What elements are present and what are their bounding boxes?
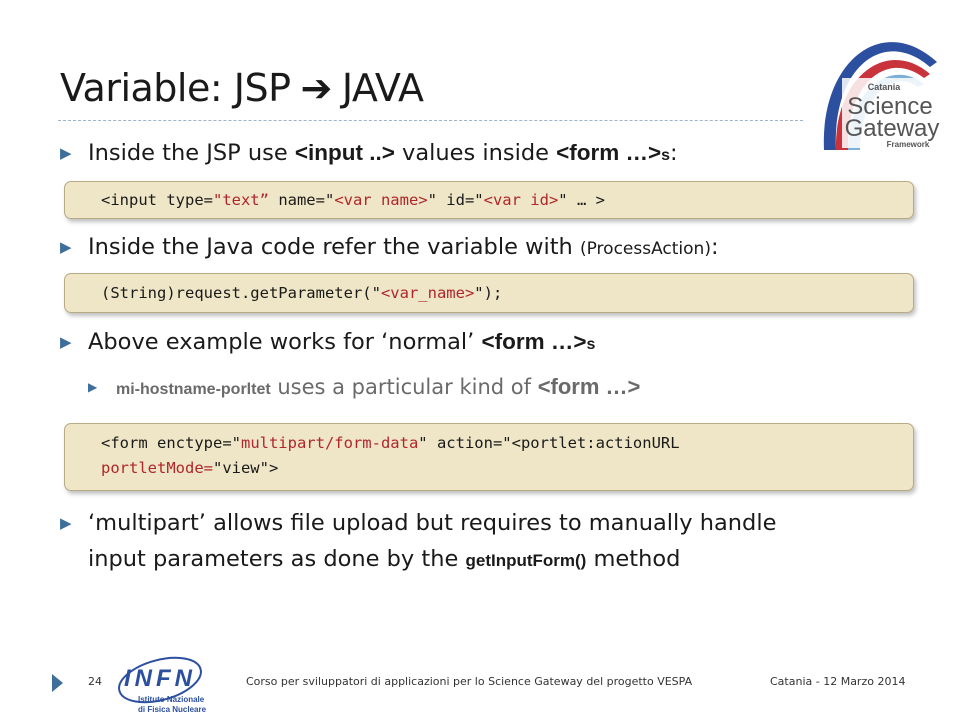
logo-text-gateway: Gateway [845,115,940,142]
arrow-icon: ➔ [300,66,332,110]
sub-bullet-portlet: ▶mi-hostname-porltet uses a particular k… [88,374,641,399]
footer-course-title: Corso per sviluppatori di applicazioni p… [246,675,693,688]
code-line: portletMode="view"> [101,459,279,477]
bullet-java-code: ▶Inside the Java code refer the variable… [60,230,719,266]
title-divider [58,120,803,121]
infn-logo-sub1: Istituto Nazionale [138,695,205,704]
title-right: JAVA [341,66,424,110]
code-block-form-multipart: <form enctype="multipart/form-data" acti… [64,423,914,491]
infn-logo-text: INFN [124,665,196,692]
logo-text-bg [842,78,940,148]
code-line: (String)request.getParameter("<var_name>… [101,284,503,302]
code-block-input: <input type="text” name="<var name>" id=… [64,181,914,219]
bullet-multipart-continued: input parameters as done by the getInput… [88,546,681,572]
logo-text-catania: Catania [868,82,902,92]
infn-logo-sub2: di Fisica Nucleare [138,705,207,714]
page-number: 24 [88,675,102,688]
code-block-getparameter: (String)request.getParameter("<var_name>… [64,273,914,313]
code-line: <form enctype="multipart/form-data" acti… [101,434,680,452]
infn-logo: INFN Istituto Nazionale di Fisica Nuclea… [118,656,207,714]
sub-bullet-marker-icon: ▶ [88,380,98,394]
logo-arc-blue [823,42,937,150]
logo-text-framework: Framework [887,140,930,149]
footer-date: Catania - 12 Marzo 2014 [770,675,906,688]
bullet-marker-icon: ▶ [60,333,72,351]
logo-text-science: Science [847,93,932,120]
bullet-normal-form: ▶Above example works for ‘normal’ <form … [60,325,595,362]
title-left: Variable: JSP [60,66,291,110]
slide-title: Variable: JSP➔JAVA [60,66,424,110]
science-gateway-logo: Catania Science Gateway Framework [823,42,940,150]
infn-logo-orbit [118,656,202,704]
bullet-jsp-input: ▶Inside the JSP use <input ..> values in… [60,136,678,173]
footer-arrow-icon [52,674,63,692]
bullet-marker-icon: ▶ [60,144,72,162]
bullet-multipart: ▶‘multipart’ allows file upload but requ… [60,506,776,540]
bullet-marker-icon: ▶ [60,514,72,532]
bullet-marker-icon: ▶ [60,238,72,256]
code-line: <input type="text” name="<var name>" id=… [101,191,605,209]
